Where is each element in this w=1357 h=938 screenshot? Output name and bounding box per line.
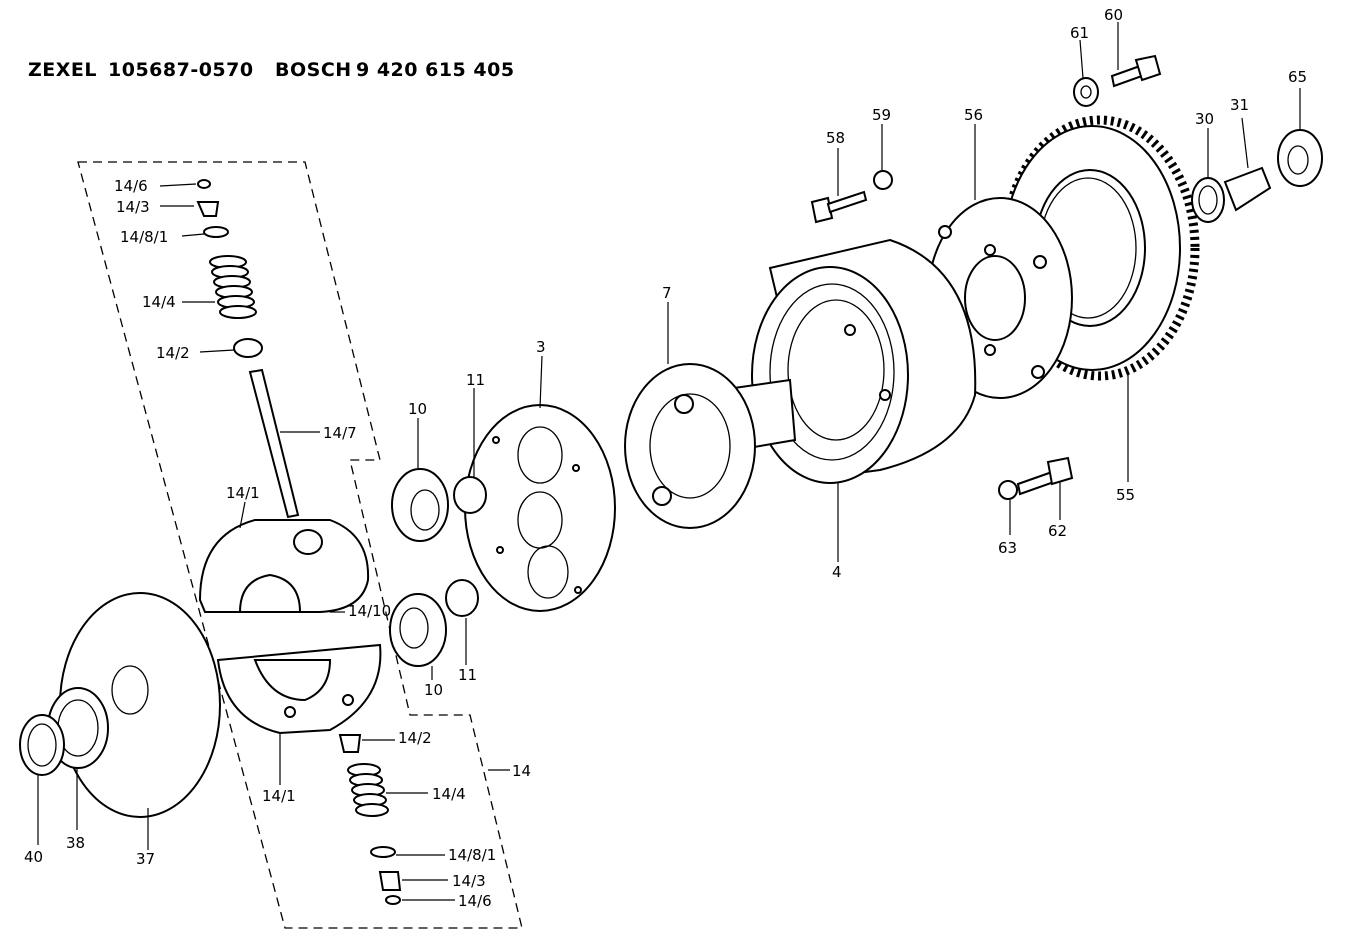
parts-62-63-bolt: [998, 456, 1074, 500]
label-10-lower: 10: [424, 681, 443, 699]
label-14-10: 14/10: [348, 602, 391, 620]
part-14-3-lower: [378, 871, 402, 891]
part-14-1-weights: [198, 519, 382, 735]
part-65-cap: [1277, 129, 1323, 187]
label-30: 30: [1195, 110, 1214, 128]
label-58: 58: [826, 129, 845, 147]
part-14-6-upper: [197, 179, 211, 189]
part-14-6-lower: [385, 895, 401, 905]
bosch-part-number: 9 420 615 405: [356, 59, 515, 81]
part-14-4-lower-spring: [347, 763, 389, 817]
label-14-8-1-lower: 14/8/1: [448, 846, 496, 864]
parts-37-38-40-end-pieces: [19, 592, 221, 818]
label-31: 31: [1230, 96, 1249, 114]
label-38: 38: [66, 834, 85, 852]
label-62: 62: [1048, 522, 1067, 540]
label-37: 37: [136, 850, 155, 868]
label-14-3-lower: 14/3: [452, 872, 486, 890]
label-14-7: 14/7: [323, 424, 357, 442]
part-14-2-upper: [233, 338, 263, 358]
brand-bosch: BOSCH: [275, 59, 352, 81]
label-14-3-upper: 14/3: [116, 198, 150, 216]
part-14-3-upper: [196, 201, 220, 217]
zexel-part-number: 105687-0570: [108, 59, 254, 81]
part-31-nut: [1223, 166, 1272, 212]
label-61: 61: [1070, 24, 1089, 42]
upper-spring-stack: [196, 179, 300, 519]
label-4: 4: [832, 563, 842, 581]
part-3-plate: [464, 404, 616, 612]
leader-lines: [37, 22, 1301, 901]
label-14-2-lower: 14/2: [398, 729, 432, 747]
label-63: 63: [998, 539, 1017, 557]
label-40: 40: [24, 848, 43, 866]
lower-spring-stack: [338, 734, 402, 905]
part-14-8-1-lower: [370, 846, 396, 858]
label-3: 3: [536, 338, 546, 356]
label-65: 65: [1288, 68, 1307, 86]
parts-10-11-bushings: [389, 468, 487, 667]
label-60: 60: [1104, 6, 1123, 24]
parts-30-31-65-nut-assembly: [1191, 129, 1323, 223]
part-10-upper-bushing: [391, 468, 449, 542]
part-14-4-upper-spring: [209, 255, 257, 319]
part-40-snap-ring: [19, 714, 65, 776]
label-14-1-lower: 14/1: [262, 787, 296, 805]
label-14-4-upper: 14/4: [142, 293, 176, 311]
part-14-2-lower: [338, 734, 362, 753]
label-55: 55: [1116, 486, 1135, 504]
part-11-upper-roller: [453, 476, 487, 514]
header-part-numbers: ZEXEL 105687-0570 BOSCH 9 420 615 405: [28, 59, 515, 81]
assembly-14-boundary: [77, 161, 523, 929]
label-56: 56: [964, 106, 983, 124]
brand-zexel: ZEXEL: [28, 59, 97, 81]
part-14-8-1-upper: [203, 226, 229, 238]
label-14: 14: [512, 762, 531, 780]
part-11-lower-roller: [445, 579, 479, 617]
label-14-2-upper: 14/2: [156, 344, 190, 362]
label-59: 59: [872, 106, 891, 124]
part-4-housing: [751, 238, 977, 484]
part-labels: 60 61 65 59 58 56 30 31 7 3 11 10 4 55 6…: [24, 6, 1307, 910]
label-10-upper: 10: [408, 400, 427, 418]
label-14-8-1-upper: 14/8/1: [120, 228, 168, 246]
parts-60-61-bolt: [1073, 54, 1162, 107]
label-14-6-lower: 14/6: [458, 892, 492, 910]
label-14-4-lower: 14/4: [432, 785, 466, 803]
label-14-6-upper: 14/6: [114, 177, 148, 195]
part-7-hub: [624, 363, 797, 529]
part-10-lower-bushing: [389, 593, 447, 667]
part-30-ring: [1191, 177, 1225, 223]
label-11-upper: 11: [466, 371, 485, 389]
parts-58-59-bolt: [810, 170, 893, 224]
label-7: 7: [662, 284, 672, 302]
label-11-lower: 11: [458, 666, 477, 684]
label-14-1-upper: 14/1: [226, 484, 260, 502]
part-14-7-rod: [248, 368, 300, 519]
